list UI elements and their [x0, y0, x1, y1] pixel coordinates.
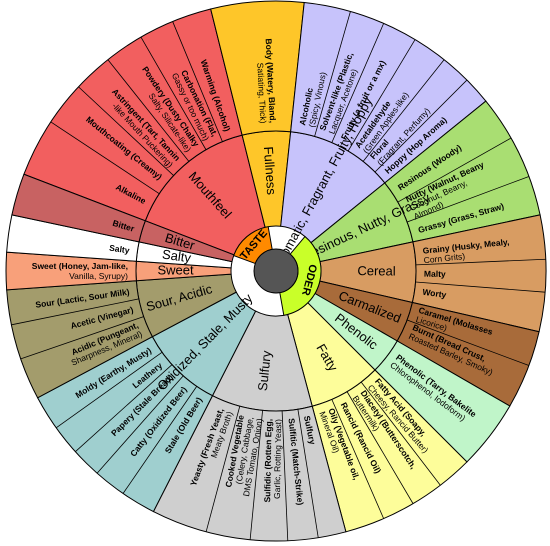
- subcategory-line: Corn Grits): [423, 251, 466, 265]
- sub-divider: [205, 406, 241, 532]
- sub-divider: [140, 36, 207, 150]
- sub-divider: [347, 39, 416, 152]
- subcategory-line: Malty: [424, 269, 446, 279]
- sub-divider: [406, 319, 530, 366]
- category-label-sweet: Sweet: [157, 262, 194, 277]
- subcategory-label: Worty: [422, 287, 447, 300]
- subcategory-label: Body (Watery, Bland,Satiating, Thick): [254, 38, 278, 124]
- sub-divider: [249, 410, 263, 540]
- category-label-fullness: Fullness: [261, 146, 279, 196]
- hub-center: [253, 248, 299, 294]
- sub-divider: [20, 316, 144, 360]
- subcategory-line: Body (Watery, Bland,: [264, 38, 278, 123]
- sub-divider: [331, 399, 385, 519]
- sub-divider: [415, 258, 546, 266]
- category-label-salty: Salty: [161, 247, 192, 266]
- subcategory-label: Sweet (Honey, Jam-like,Vanilla, Syrupy): [32, 261, 128, 281]
- wheel-segments: [5, 0, 547, 542]
- category-outer-mouthfeel: [23, 8, 243, 222]
- subcategory-line: Garlic, Rotting Yeast): [272, 419, 283, 499]
- sub-divider: [11, 298, 139, 326]
- sub-divider: [75, 364, 173, 452]
- sub-divider: [281, 410, 289, 541]
- sub-divider: [360, 381, 441, 486]
- sub-divider: [55, 351, 163, 429]
- sub-divider: [314, 11, 351, 137]
- subcategory-line: Vanilla, Syrupy): [69, 271, 128, 281]
- sub-divider: [374, 79, 468, 173]
- subcategory-label: Sulfidic (Rotten Egg,Garlic, Rotting Yea…: [262, 419, 283, 503]
- sub-divider: [107, 59, 190, 162]
- sub-divider: [415, 281, 546, 293]
- subcategory-line: Satiating, Thick): [255, 62, 268, 123]
- sub-divider: [172, 21, 223, 142]
- sub-divider: [122, 386, 198, 494]
- sub-divider: [96, 375, 184, 474]
- sub-divider: [297, 409, 319, 538]
- sub-divider: [346, 391, 414, 504]
- subcategory-label: Salty: [109, 243, 131, 256]
- sub-divider: [50, 121, 160, 195]
- category-outer-bitter: [11, 173, 146, 243]
- subcategory-line: Sweet (Honey, Jam-like,: [32, 261, 128, 271]
- category-label-cereal: Cereal: [357, 263, 396, 278]
- subcategory-label: Malty: [424, 269, 446, 279]
- sub-divider: [406, 176, 530, 223]
- sub-divider: [397, 137, 512, 203]
- sub-divider: [78, 86, 174, 176]
- subcategory-line: Sulfidic (Rotten Egg,: [262, 419, 273, 503]
- sub-divider: [362, 59, 445, 162]
- subcategory-line: Salty: [109, 243, 131, 256]
- category-label-sulfury: Sulfury: [255, 349, 274, 391]
- sub-divider: [331, 23, 385, 143]
- subcategory-line: Worty: [422, 287, 447, 300]
